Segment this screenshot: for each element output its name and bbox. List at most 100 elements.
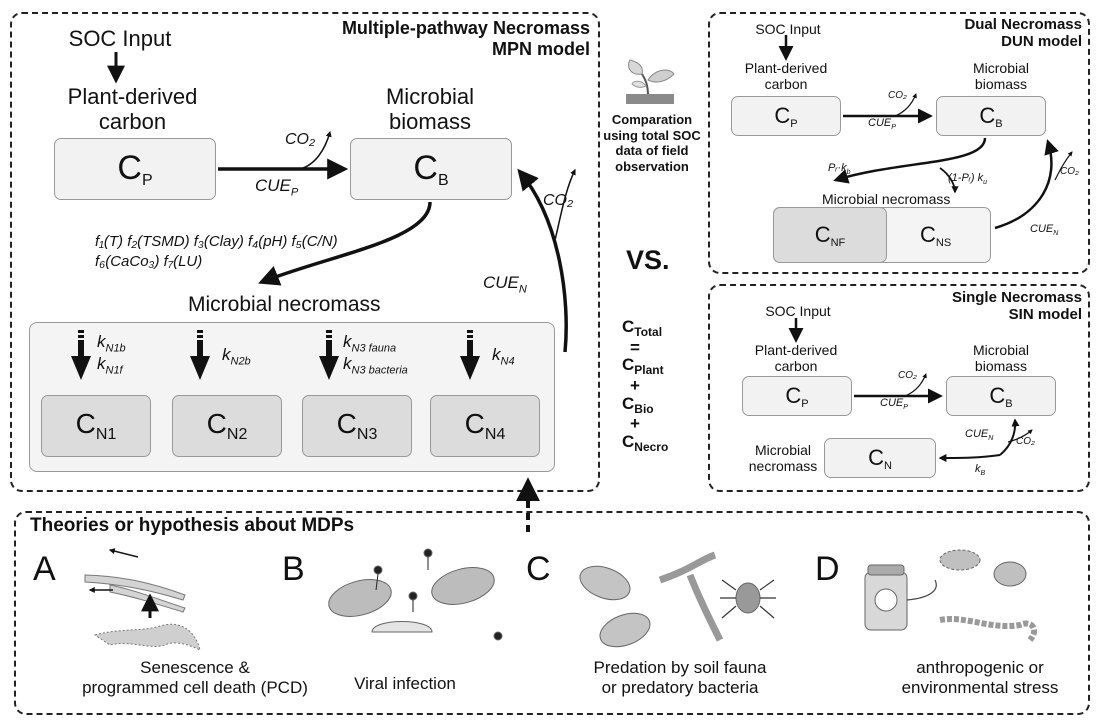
theories-title: Theories or hypothesis about MDPs (30, 515, 355, 536)
sin-cue-p-text: CUE (880, 397, 904, 409)
bio-c: C (622, 393, 635, 413)
dun-cp-box: CP (731, 96, 841, 136)
mpn-k3a: k (343, 332, 352, 351)
mpn-cn4-sub: N4 (484, 426, 506, 443)
sin-co2-b: CO₂ (1016, 436, 1035, 447)
sin-plant-label-1: Plant-derived (754, 342, 838, 358)
dun-cb-cnf-arrow (833, 137, 987, 184)
sin-cb-cn-arrow (938, 453, 1001, 462)
mpn-plant-label-2: carbon (98, 109, 167, 135)
mpn-co2-top: CO₂ (285, 131, 316, 148)
dun-cp-sub: P (790, 117, 798, 130)
dun-cue-n-sub: N (1053, 230, 1059, 238)
sin-title-line1: Single Necromass (951, 289, 1082, 306)
dun-plant-label: Plant-derived carbon (726, 60, 846, 92)
sin-co2-a: CO₂ (898, 370, 917, 381)
mpn-cn1-sub: N1 (95, 426, 117, 443)
mpn-factors-line1: f₁(T) f₂(TSMD) f₃(Clay) f₄(pH) f₅(C/N) (95, 233, 338, 250)
mpn-cb-symbol: C (413, 148, 438, 187)
mpn-k4-sub: N4 (500, 355, 515, 368)
sin-cp-sub: P (801, 397, 809, 410)
sin-necro-label: Microbial necromass (728, 442, 838, 474)
dun-cp-symbol: C (774, 102, 791, 128)
mpn-cn1-symbol: C (75, 408, 96, 439)
sin-cb-box: CB (946, 376, 1056, 416)
comparison-text: Comparation using total SOC data of fiel… (603, 112, 701, 174)
dun-co2-b-arrow (1054, 151, 1073, 181)
mpn-cn4-symbol: C (464, 408, 485, 439)
theory-c-caption-2: or predatory bacteria (601, 677, 759, 697)
mpn-cue-n: CUEN (483, 273, 527, 295)
theory-a-caption-2: programmed cell death (PCD) (82, 677, 308, 697)
sin-cue-p: CUEP (880, 397, 908, 411)
theory-c-caption: Predation by soil fauna or predatory bac… (570, 658, 790, 697)
dun-title: Dual Necromass DUN model (870, 16, 1082, 51)
mpn-factors: f₁(T) f₂(TSMD) f₃(Clay) f₄(pH) f₅(C/N) f… (95, 232, 338, 271)
dun-cns-sub: NS (935, 237, 952, 249)
bio-sub: Bio (634, 401, 654, 416)
sin-cp-box: CP (742, 376, 852, 416)
mpn-cp-symbol: C (117, 148, 142, 187)
mpn-cue-n-arrow (517, 168, 568, 353)
theory-d-caption-2: environmental stress (901, 677, 1059, 697)
sin-kb-text: k (975, 463, 981, 475)
total-sub: Total (634, 325, 663, 339)
dun-one-minus-sub: u (983, 179, 988, 187)
dun-necromass-label: Microbial necromass (822, 191, 951, 207)
mpn-k4-text: k (492, 345, 501, 364)
theory-a-letter: A (33, 550, 56, 588)
sin-microbial-label-2: biomass (974, 358, 1028, 375)
theory-d-illustration (864, 549, 1038, 642)
sin-cn-sub: N (883, 459, 892, 472)
theory-b-illustration (328, 548, 503, 641)
dun-cue-n: CUEN (1030, 223, 1058, 237)
mpn-cn1-box: CN1 (41, 395, 151, 457)
mpn-cb-sub: B (437, 171, 449, 189)
dun-panel (708, 12, 1090, 274)
dun-microbial-label-1: Microbial (972, 60, 1029, 76)
dun-cb-symbol: C (979, 102, 996, 128)
mpn-k1a: k (97, 332, 106, 351)
theory-b-letter: B (282, 550, 305, 588)
sin-necro-label-1: Microbial (754, 442, 811, 458)
dun-cb-cns-arrow (939, 167, 959, 194)
mpn-cn3-box: CN3 (302, 395, 412, 457)
mpn-k4: kN4 (492, 345, 515, 367)
sin-kb-sub: B (980, 470, 986, 478)
mpn-k2: kN2b (222, 345, 251, 367)
dun-cnf-sub: NF (830, 236, 846, 249)
equals-sign: = (630, 337, 640, 357)
mpn-necromass-label: Microbial necromass (188, 293, 381, 316)
sin-cue-n: CUEN (965, 428, 993, 442)
mpn-soc-input: SOC Input (68, 26, 172, 51)
sin-necro-label-2: necromass (748, 458, 818, 475)
sin-plant-label-2: carbon (774, 358, 818, 375)
mpn-k1a-sub: N1b (105, 342, 126, 355)
mpn-co2-top-arrow (299, 130, 332, 170)
dun-cnf-symbol: C (814, 221, 831, 247)
mpn-microbial-label-2: biomass (389, 109, 471, 135)
sin-cp-symbol: C (785, 382, 802, 408)
plant-icon (622, 56, 678, 106)
dun-plant-label-1: Plant-derived (744, 60, 828, 76)
mpn-cue-p-text: CUE (255, 176, 291, 195)
mpn-microbial-label-1: Microbial (385, 84, 475, 109)
vs-label: VS. (626, 245, 670, 275)
mpn-k3a-sub: N3 fauna (351, 342, 397, 355)
mpn-cue-n-text: CUE (483, 273, 519, 292)
theory-c-caption-1: Predation by soil fauna (593, 658, 767, 677)
plus-sign-1: + (630, 376, 640, 396)
mpn-panel (10, 12, 600, 492)
sin-microbial-label-1: Microbial (972, 342, 1029, 358)
necro-sub: Necro (634, 440, 669, 455)
mpn-k3b-sub: N3 bacteria (351, 364, 408, 377)
mpn-microbial-label: Microbial biomass (340, 84, 520, 135)
dun-cue-n-text: CUE (1030, 223, 1054, 235)
plus-sign-2: + (630, 414, 640, 434)
total-c: C (622, 317, 635, 336)
dun-cue-p-sub: P (891, 124, 896, 132)
mpn-title-line2: MPN model (491, 38, 590, 59)
dun-co2-a: CO₂ (888, 90, 907, 101)
dun-cb-box: CB (936, 96, 1046, 136)
mpn-k3b: k (343, 353, 352, 373)
